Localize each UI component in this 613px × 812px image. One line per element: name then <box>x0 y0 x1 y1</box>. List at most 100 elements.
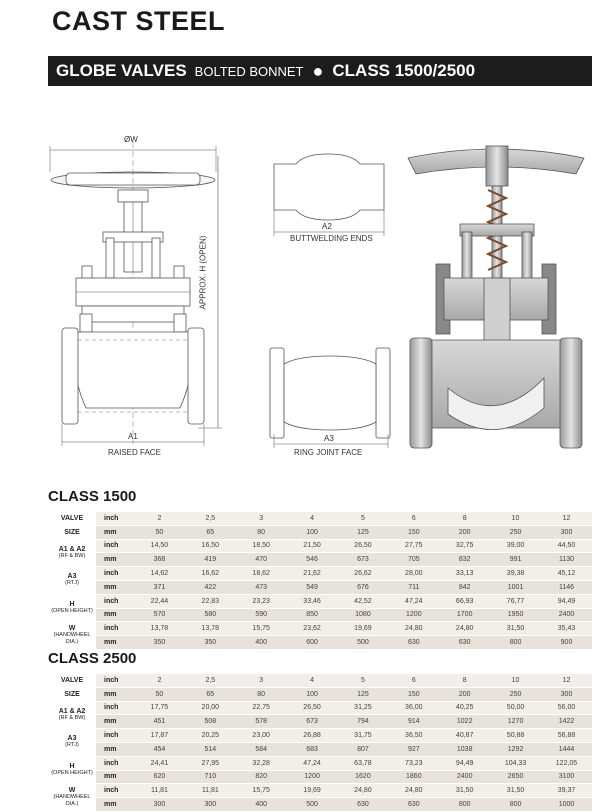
value-cell: 14,50 <box>134 539 185 554</box>
value-cell: 125 <box>337 687 389 702</box>
value-cell: 11,81 <box>134 783 185 799</box>
value-cell: 590 <box>235 608 287 623</box>
value-cell: 842 <box>439 580 491 595</box>
value-cell: 22,44 <box>134 594 185 609</box>
value-cell: 1860 <box>388 770 440 785</box>
value-cell: 16,62 <box>184 566 236 581</box>
value-cell: 80 <box>235 687 287 702</box>
row-label-main: H <box>69 601 75 609</box>
unit-cell: inch <box>96 783 134 799</box>
value-cell: 23,23 <box>235 594 287 609</box>
value-cell: 1292 <box>490 742 541 757</box>
value-cell: 104,33 <box>490 756 541 771</box>
value-cell: 991 <box>490 552 541 568</box>
unit-cell: mm <box>96 580 134 595</box>
value-cell: 1444 <box>541 742 592 757</box>
value-cell: 1001 <box>490 580 541 595</box>
value-cell: 32,75 <box>439 539 491 554</box>
value-cell: 620 <box>134 770 185 785</box>
value-cell: 31,75 <box>337 728 389 743</box>
value-cell: 508 <box>184 714 236 730</box>
unit-cell: inch <box>96 539 134 554</box>
raised-face-caption: RAISED FACE <box>108 448 161 457</box>
valve-drawings <box>49 142 585 449</box>
row-label-main: A1 & A2 <box>58 545 86 553</box>
value-cell: 900 <box>541 635 592 650</box>
value-cell: 21,62 <box>286 566 338 581</box>
unit-cell: mm <box>96 797 134 812</box>
value-cell: 63,78 <box>337 756 389 771</box>
row-label-sub: (RF & BW) <box>58 552 86 559</box>
value-cell: 56,00 <box>541 701 592 716</box>
value-cell: 580 <box>184 608 236 623</box>
value-cell: 1200 <box>388 608 440 623</box>
row-label: H(OPEN HEIGHT) <box>48 756 96 785</box>
value-cell: 10 <box>490 512 541 526</box>
value-cell: 8 <box>439 512 491 526</box>
value-cell: 39,38 <box>490 566 541 581</box>
value-cell: 1022 <box>439 714 491 730</box>
class-2500-title: CLASS 2500 <box>48 650 137 667</box>
row-label-main: A1 & A2 <box>58 707 86 715</box>
value-cell: 40,87 <box>439 728 491 743</box>
unit-cell: mm <box>96 687 134 702</box>
value-cell: 454 <box>134 742 185 757</box>
value-cell: 800 <box>439 797 491 812</box>
value-cell: 350 <box>184 635 236 650</box>
value-cell: 13,78 <box>184 621 236 637</box>
value-cell: 546 <box>286 552 338 568</box>
value-cell: 200 <box>439 687 491 702</box>
value-cell: 122,05 <box>541 756 592 771</box>
value-cell: 1000 <box>541 797 592 812</box>
value-cell: 17,75 <box>134 701 185 716</box>
value-cell: 419 <box>184 552 236 568</box>
value-cell: 39,37 <box>541 783 592 799</box>
banner-product-type: GLOBE VALVES <box>56 61 187 80</box>
row-label-main: H <box>69 763 75 771</box>
value-cell: 371 <box>134 580 185 595</box>
value-cell: 44,50 <box>541 539 592 554</box>
value-cell: 19,69 <box>286 783 338 799</box>
value-cell: 33,13 <box>439 566 491 581</box>
value-cell: 2400 <box>541 608 592 623</box>
value-cell: 24,80 <box>439 621 491 637</box>
value-cell: 31,25 <box>337 701 389 716</box>
unit-cell: inch <box>96 728 134 743</box>
value-cell: 2650 <box>490 770 541 785</box>
value-cell: 15,75 <box>235 621 287 637</box>
value-cell: 1038 <box>439 742 491 757</box>
value-cell: 24,80 <box>388 783 440 799</box>
value-cell: 150 <box>388 687 440 702</box>
value-cell: 14,62 <box>134 566 185 581</box>
value-cell: 26,62 <box>337 566 389 581</box>
value-cell: 26,88 <box>286 728 338 743</box>
dim-label-w: ØW <box>124 135 138 144</box>
value-cell: 56,88 <box>541 728 592 743</box>
unit-cell: mm <box>96 525 134 540</box>
value-cell: 800 <box>490 635 541 650</box>
product-banner: GLOBE VALVES BOLTED BONNET ● CLASS 1500/… <box>48 56 592 86</box>
row-label-main: A3 <box>67 735 77 743</box>
value-cell: 570 <box>134 608 185 623</box>
value-cell: 4 <box>286 512 338 526</box>
value-cell: 6 <box>388 674 440 688</box>
value-cell: 18,62 <box>235 566 287 581</box>
value-cell: 800 <box>490 797 541 812</box>
value-cell: 630 <box>388 635 440 650</box>
value-cell: 500 <box>286 797 338 812</box>
value-cell: 5 <box>337 512 389 526</box>
value-cell: 66,93 <box>439 594 491 609</box>
value-cell: 23,62 <box>286 621 338 637</box>
row-label-sub: (RF & BW) <box>58 714 86 721</box>
value-cell: 27,75 <box>388 539 440 554</box>
value-cell: 31,50 <box>490 621 541 637</box>
unit-cell: mm <box>96 635 134 650</box>
value-cell: 470 <box>235 552 287 568</box>
value-cell: 28,00 <box>388 566 440 581</box>
value-cell: 578 <box>235 714 287 730</box>
